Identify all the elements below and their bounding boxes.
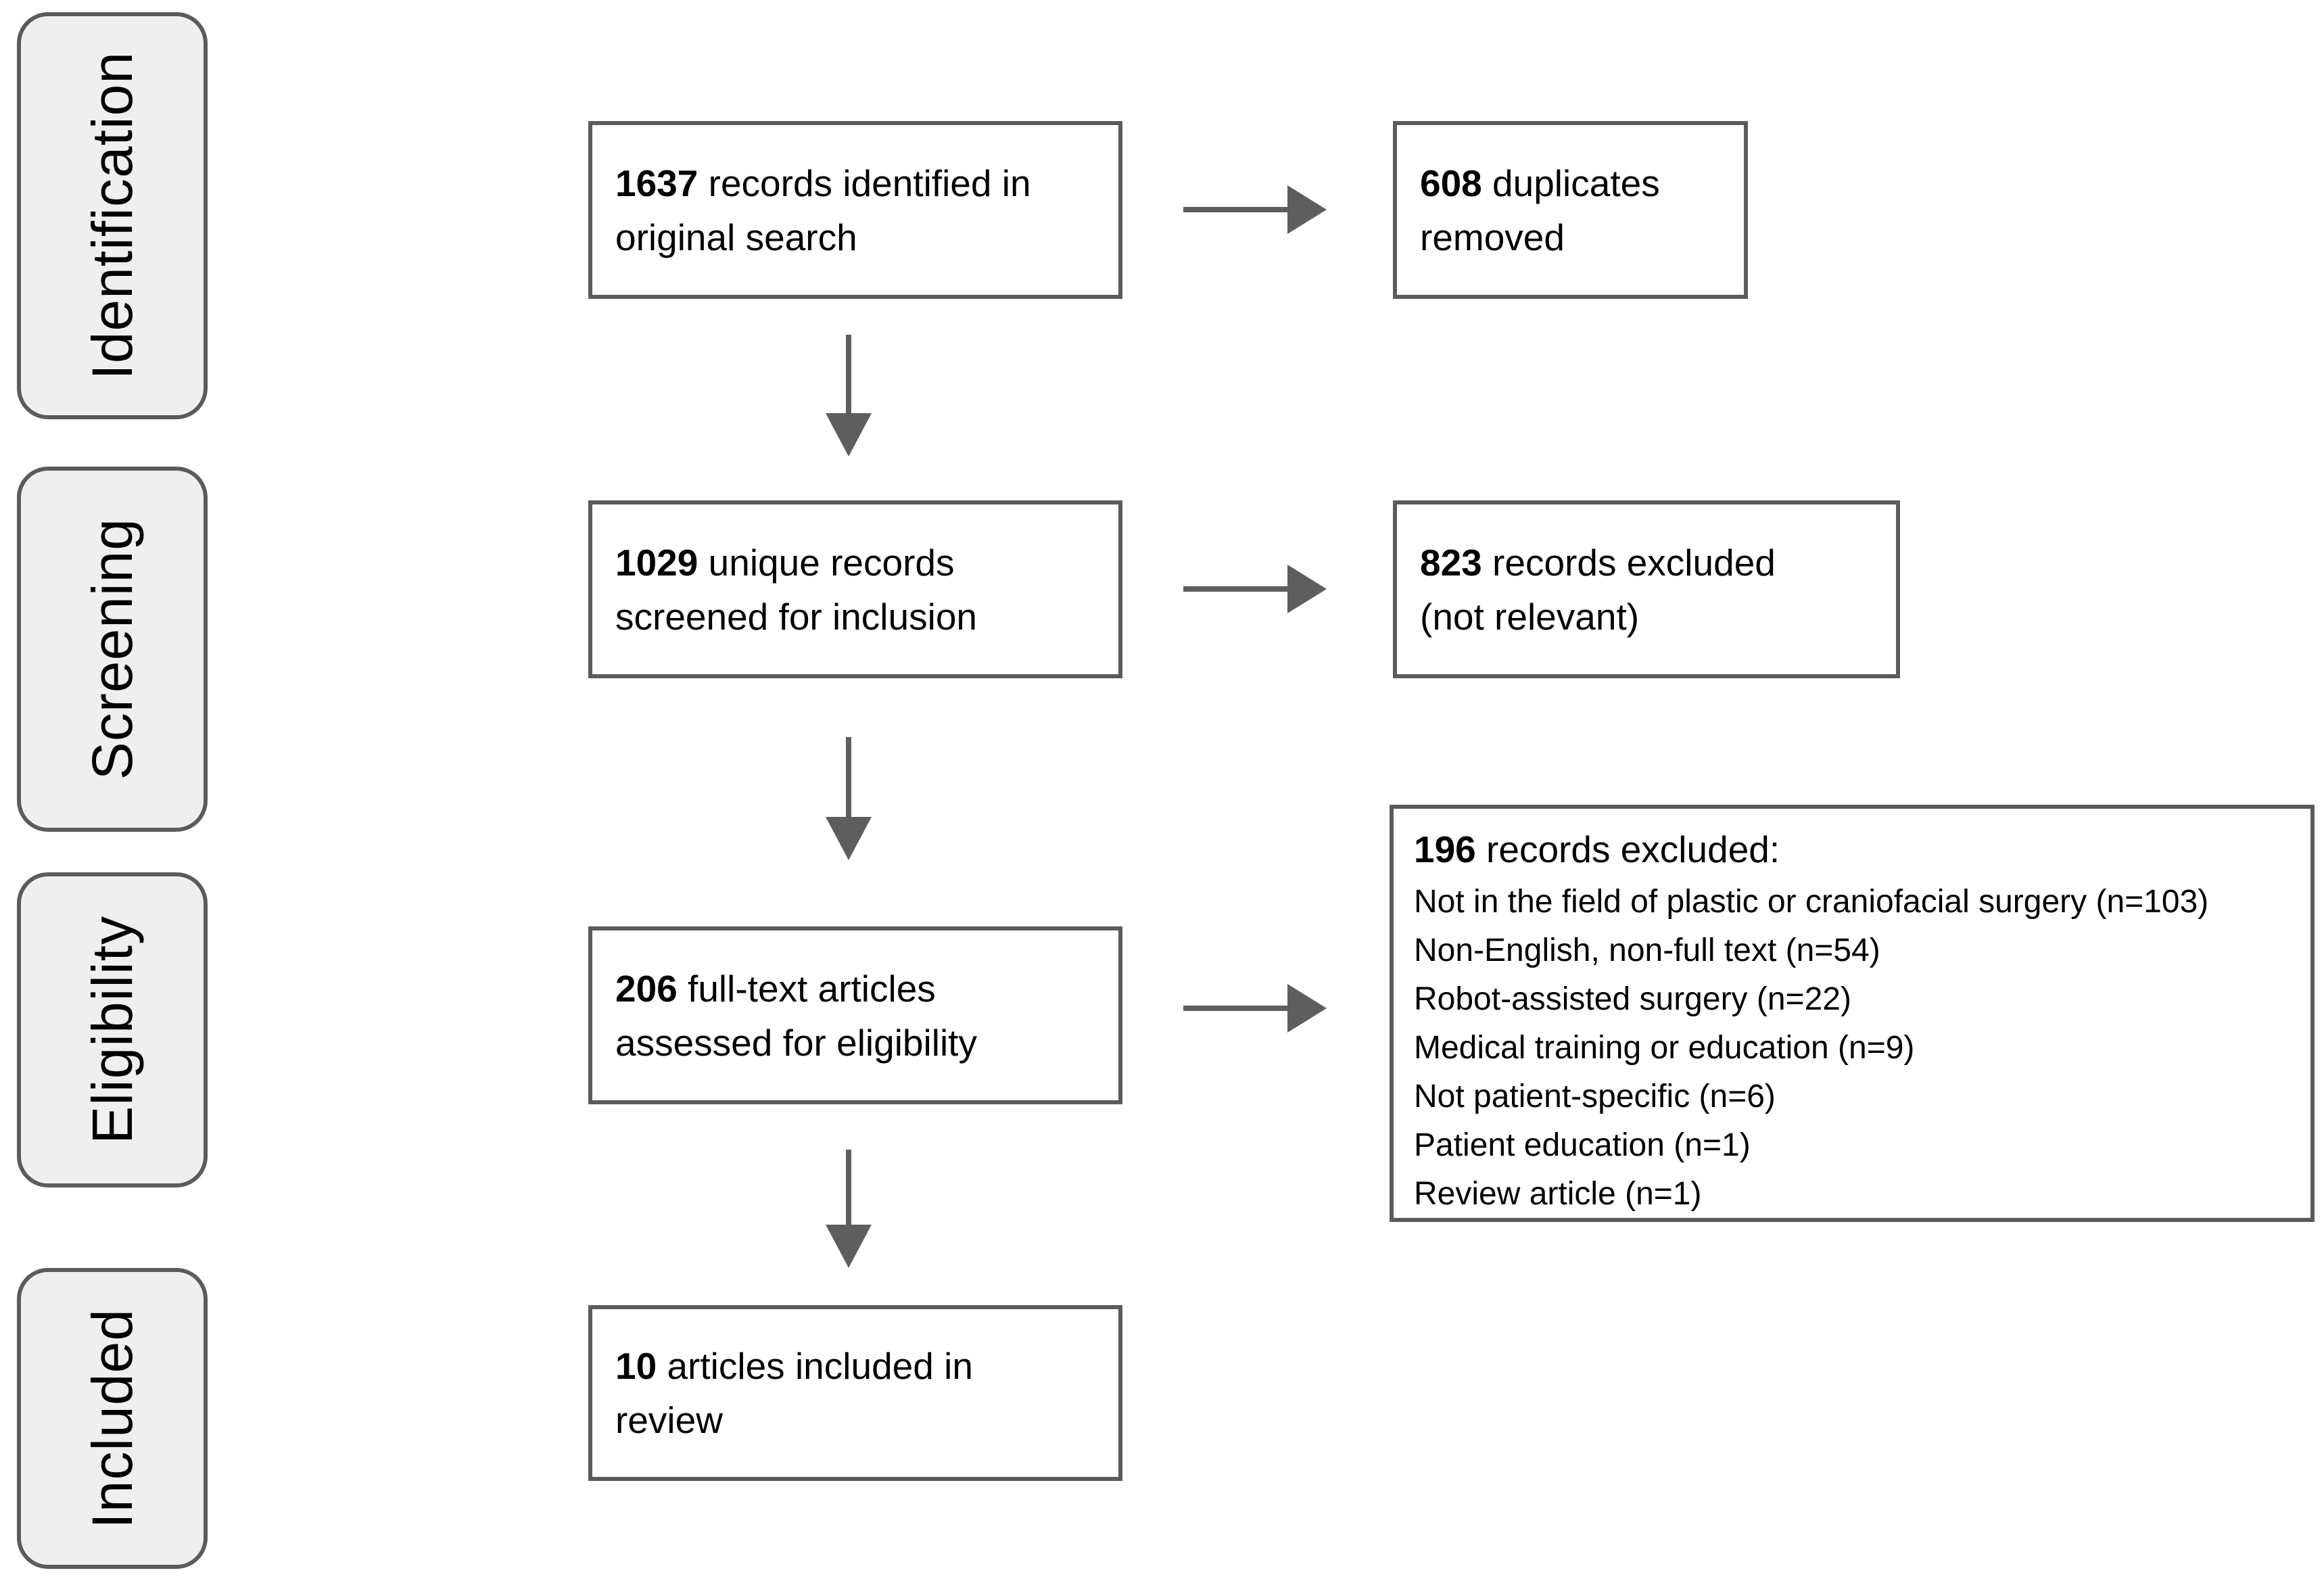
exclusion-reason: Not in the field of plastic or craniofac…: [1414, 884, 2209, 920]
arrow-head-right-icon: [1287, 185, 1327, 234]
arrow-head-down-icon: [826, 817, 872, 860]
box-records-screened: 1029 unique records screened for inclusi…: [588, 500, 1122, 678]
arrow-shaft: [1183, 586, 1291, 592]
stage-label-eligibility: Eligibility: [17, 872, 208, 1187]
fulltext-assessed-count: 206: [615, 967, 678, 1010]
duplicates-removed-line1: duplicates: [1492, 162, 1660, 204]
stage-label-eligibility-text: Eligibility: [80, 916, 144, 1144]
box-fulltext-assessed-text: 206 full-text articles assessed for elig…: [615, 962, 977, 1070]
articles-included-count: 10: [615, 1345, 657, 1387]
arrow-right-screened-to-excluded: [1183, 563, 1327, 615]
box-records-identified: 1637 records identified in original sear…: [588, 121, 1122, 299]
exclusion-reason: Not patient-specific (n=6): [1414, 1079, 1776, 1114]
articles-included-line1: articles included in: [667, 1345, 973, 1387]
arrow-shaft: [1183, 207, 1291, 212]
records-excluded-screening-line1: records excluded: [1492, 541, 1776, 584]
stage-label-included-text: Included: [80, 1308, 144, 1529]
stage-label-screening-text: Screening: [80, 518, 144, 780]
stage-label-screening: Screening: [17, 467, 208, 832]
arrow-head-down-icon: [826, 413, 872, 456]
records-excluded-screening-line2: (not relevant): [1420, 595, 1640, 638]
arrow-down-screened-to-fulltext: [822, 737, 875, 860]
records-excluded-screening-count: 823: [1420, 541, 1482, 584]
exclusions-title: 196 records excluded:: [1414, 824, 2292, 875]
arrow-shaft: [846, 1150, 851, 1229]
records-identified-line2: original search: [615, 216, 857, 258]
exclusion-reason: Robot-assisted surgery (n=22): [1414, 981, 1851, 1017]
exclusion-reason: Patient education (n=1): [1414, 1127, 1751, 1163]
exclusion-reason: Review article (n=1): [1414, 1176, 1702, 1212]
fulltext-assessed-line1: full-text articles: [688, 967, 936, 1010]
duplicates-removed-count: 608: [1420, 162, 1482, 204]
arrow-shaft: [1183, 1006, 1291, 1011]
exclusion-reason: Medical training or education (n=9): [1414, 1030, 1915, 1066]
arrow-shaft: [846, 737, 851, 821]
stage-label-identification-text: Identification: [80, 51, 144, 380]
box-records-excluded-screening: 823 records excluded (not relevant): [1393, 500, 1900, 678]
arrow-right-identified-to-duplicates: [1183, 184, 1327, 235]
fulltext-assessed-line2: assessed for eligibility: [615, 1021, 977, 1064]
arrow-head-right-icon: [1287, 565, 1327, 613]
arrow-down-identified-to-screened: [822, 335, 875, 456]
box-records-excluded-eligibility: 196 records excluded: Not in the field o…: [1390, 805, 2315, 1222]
arrow-head-right-icon: [1287, 984, 1327, 1033]
box-records-screened-text: 1029 unique records screened for inclusi…: [615, 536, 977, 644]
arrow-shaft: [846, 335, 851, 417]
box-articles-included: 10 articles included in review: [588, 1305, 1122, 1481]
arrow-right-fulltext-to-exclusions: [1183, 983, 1327, 1034]
duplicates-removed-line2: removed: [1420, 216, 1565, 258]
exclusions-count: 196: [1414, 828, 1476, 870]
exclusion-reason-list: Not in the field of plastic or craniofac…: [1414, 878, 2292, 1219]
box-fulltext-assessed: 206 full-text articles assessed for elig…: [588, 926, 1122, 1104]
box-records-excluded-screening-text: 823 records excluded (not relevant): [1420, 536, 1776, 644]
box-articles-included-text: 10 articles included in review: [615, 1339, 973, 1447]
exclusion-reason: Non-English, non-full text (n=54): [1414, 933, 1880, 968]
arrow-head-down-icon: [826, 1225, 872, 1268]
records-screened-line2: screened for inclusion: [615, 595, 978, 638]
records-screened-count: 1029: [615, 541, 698, 584]
records-identified-count: 1637: [615, 162, 698, 204]
box-duplicates-removed: 608 duplicates removed: [1393, 121, 1748, 299]
articles-included-line2: review: [615, 1399, 723, 1441]
box-records-identified-text: 1637 records identified in original sear…: [615, 156, 1031, 264]
box-duplicates-removed-text: 608 duplicates removed: [1420, 156, 1660, 264]
stage-label-included: Included: [17, 1268, 208, 1569]
stage-label-identification: Identification: [17, 12, 208, 419]
records-identified-line1: records identified in: [708, 162, 1031, 204]
exclusions-title-text: records excluded:: [1486, 828, 1780, 870]
arrow-down-fulltext-to-included: [822, 1150, 875, 1268]
records-screened-line1: unique records: [708, 541, 955, 584]
